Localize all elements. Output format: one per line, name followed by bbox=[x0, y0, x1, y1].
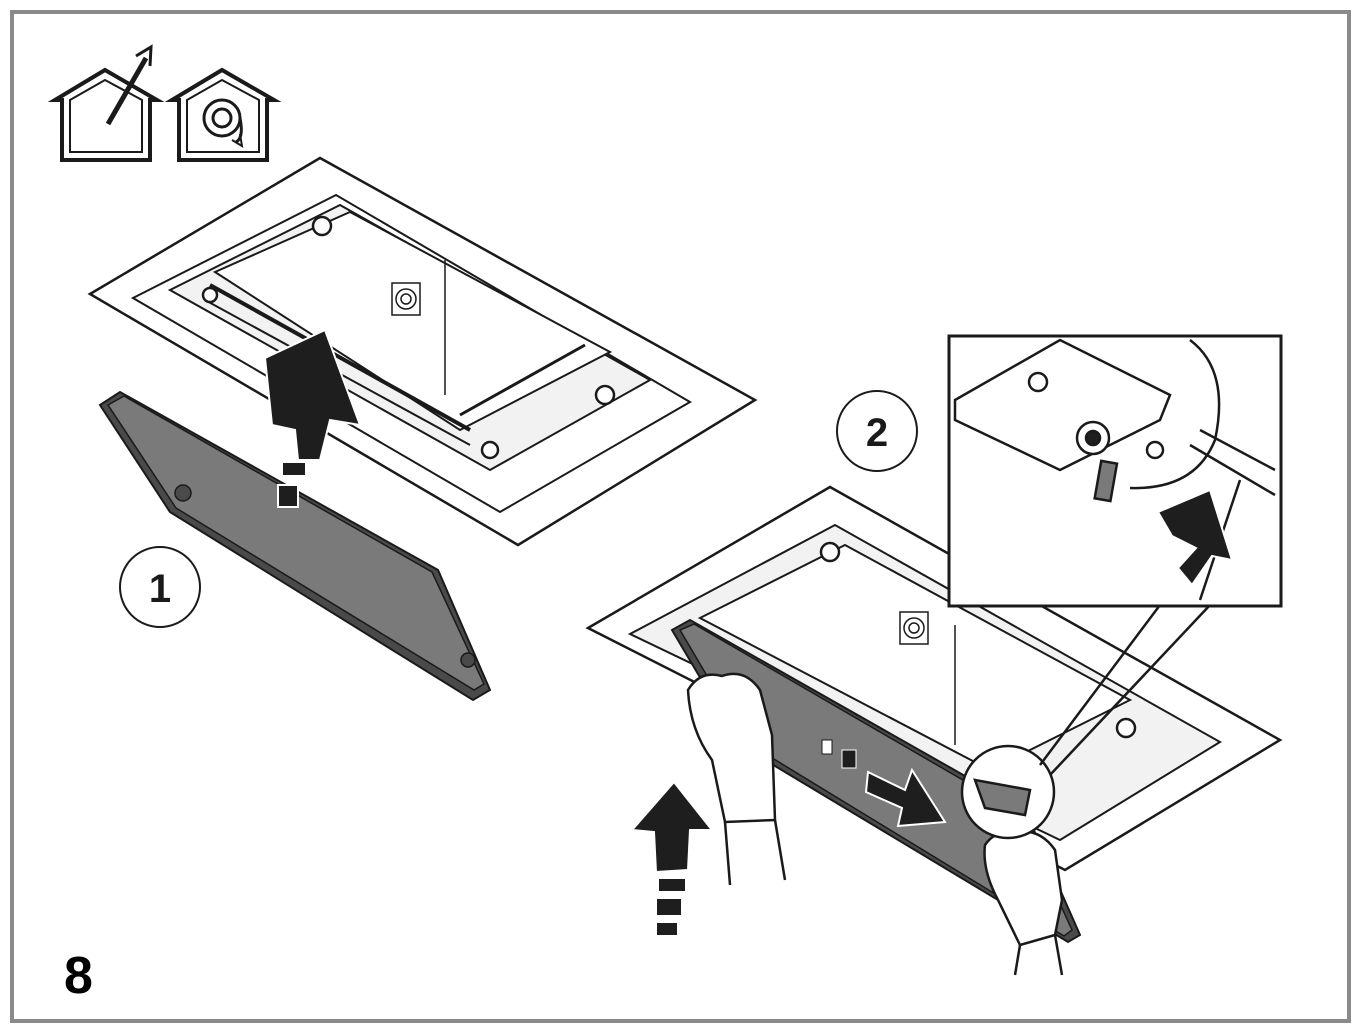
step-2-badge: 2 bbox=[836, 390, 918, 472]
figure-number: 8 bbox=[64, 947, 93, 1005]
arrow-insert bbox=[1156, 488, 1234, 587]
svg-text:2: 2 bbox=[866, 411, 888, 455]
left-hand bbox=[686, 672, 787, 886]
detail-callout bbox=[960, 604, 1211, 840]
fan-icon bbox=[391, 282, 421, 316]
detail-inset bbox=[947, 334, 1283, 608]
recirculation-house-icon bbox=[164, 67, 282, 162]
svg-text:1: 1 bbox=[149, 567, 171, 611]
fan-icon bbox=[899, 611, 929, 645]
ducted-house-icon bbox=[47, 44, 165, 162]
hood-upper-view bbox=[87, 156, 758, 547]
arrow-right bbox=[864, 767, 947, 828]
arrow-up-2 bbox=[629, 780, 715, 937]
right-hand bbox=[983, 830, 1064, 976]
filter-panel-1 bbox=[98, 390, 492, 702]
arrow-up-1 bbox=[263, 328, 362, 508]
hood-lower-view bbox=[585, 485, 1283, 872]
step-1-badge: 1 bbox=[119, 546, 201, 628]
